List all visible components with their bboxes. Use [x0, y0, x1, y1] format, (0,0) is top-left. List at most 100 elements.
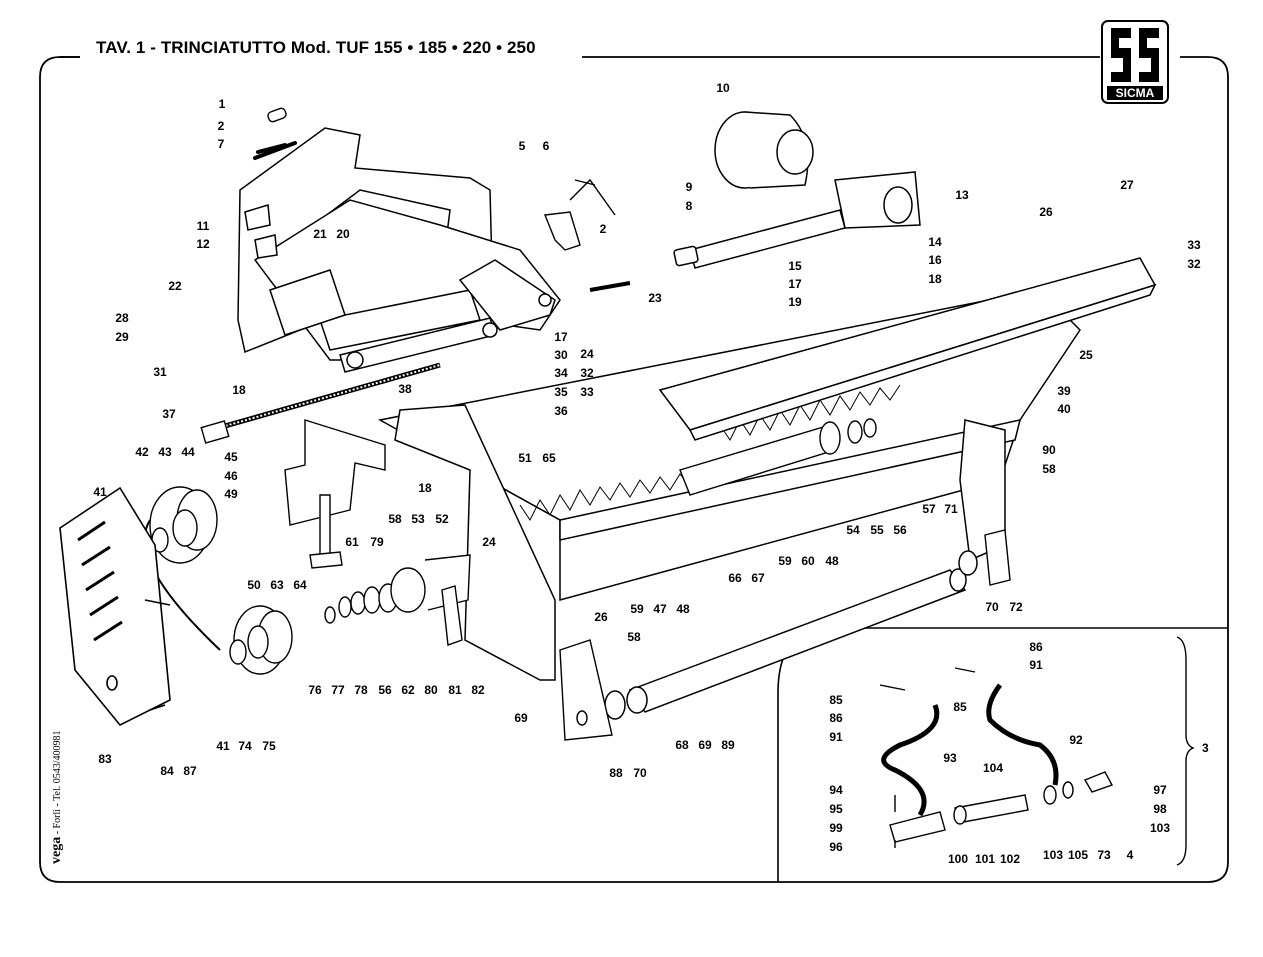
part-number-label: 33 — [1187, 238, 1201, 252]
part-number-label: 7 — [218, 137, 225, 151]
inset-reference-number: 3 — [1202, 741, 1209, 755]
part-number-label: 58 — [627, 630, 641, 644]
part-number-label: 40 — [1057, 402, 1071, 416]
part-number-label: 62 — [401, 683, 415, 697]
part-number-label: 93 — [943, 751, 957, 765]
part-number-label: 56 — [893, 523, 907, 537]
part-number-label: 48 — [676, 602, 690, 616]
part-number-label: 98 — [1153, 802, 1167, 816]
belt-guard — [59, 486, 171, 727]
part-number-label: 63 — [270, 578, 284, 592]
part-number-label: 105 — [1068, 848, 1088, 862]
part-number-label: 75 — [262, 739, 276, 753]
part-number-label: 61 — [345, 535, 359, 549]
part-number-label: 96 — [829, 840, 843, 854]
part-number-label: 82 — [471, 683, 485, 697]
page-frame — [39, 56, 1229, 883]
part-number-label: 58 — [1042, 462, 1056, 476]
part-number-label: 17 — [788, 277, 802, 291]
part-number-label: 88 — [609, 766, 623, 780]
part-number-label: 103 — [1043, 848, 1063, 862]
part-number-label: 14 — [928, 235, 942, 249]
part-number-label: 59 — [630, 602, 644, 616]
part-number-label: 48 — [825, 554, 839, 568]
part-number-label: 26 — [594, 610, 608, 624]
part-number-label: 80 — [424, 683, 438, 697]
part-number-label: 103 — [1150, 821, 1170, 835]
part-number-label: 44 — [181, 445, 195, 459]
part-number-label: 49 — [224, 487, 238, 501]
part-number-label: 32 — [1187, 257, 1201, 271]
part-number-label: 97 — [1153, 783, 1167, 797]
inset-box — [777, 627, 1228, 882]
part-number-label: 52 — [435, 512, 449, 526]
part-number-label: 41 — [216, 739, 230, 753]
part-number-label: 20 — [336, 227, 350, 241]
part-number-label: 71 — [944, 502, 958, 516]
part-number-label: 67 — [751, 571, 765, 585]
part-number-label: 77 — [331, 683, 345, 697]
hitch-pin-cap — [267, 107, 287, 123]
part-number-label: 64 — [293, 578, 307, 592]
part-number-label: 15 — [788, 259, 802, 273]
hitch-pin — [253, 141, 297, 160]
part-number-label: 66 — [728, 571, 742, 585]
part-number-label: 32 — [580, 366, 594, 380]
part-number-label: 13 — [955, 188, 969, 202]
part-number-label: 9 — [686, 180, 693, 194]
part-number-label: 39 — [1057, 384, 1071, 398]
skid-bracket — [284, 419, 386, 569]
part-number-label: 56 — [378, 683, 392, 697]
part-number-label: 86 — [829, 711, 843, 725]
part-number-label: 18 — [232, 383, 246, 397]
part-number-label: 58 — [388, 512, 402, 526]
part-number-label: 18 — [928, 272, 942, 286]
part-number-label: 29 — [115, 330, 129, 344]
plate-title: TAV. 1 - TRINCIATUTTO Mod. TUF 155 • 185… — [90, 38, 542, 58]
part-number-label: 37 — [162, 407, 176, 421]
top-cover-bar — [658, 257, 1157, 441]
part-number-label: 87 — [183, 764, 197, 778]
part-number-label: 92 — [1069, 733, 1083, 747]
part-number-label: 99 — [829, 821, 843, 835]
part-number-label: 46 — [224, 469, 238, 483]
part-number-label: 89 — [721, 738, 735, 752]
part-number-label: 100 — [948, 852, 968, 866]
inner-roller — [679, 418, 877, 496]
part-number-label: 70 — [633, 766, 647, 780]
pin-parts — [544, 178, 631, 292]
part-number-label: 17 — [554, 330, 568, 344]
part-number-label: 104 — [983, 761, 1003, 775]
part-number-label: 35 — [554, 385, 568, 399]
part-number-label: 41 — [93, 485, 107, 499]
part-number-label: 102 — [1000, 852, 1020, 866]
part-number-label: 85 — [829, 693, 843, 707]
part-number-label: 90 — [1042, 443, 1056, 457]
logo-text: SICMA — [1116, 86, 1155, 100]
part-number-label: 53 — [411, 512, 425, 526]
part-number-label: 25 — [1079, 348, 1093, 362]
part-number-label: 70 — [985, 600, 999, 614]
part-number-label: 74 — [238, 739, 252, 753]
part-number-label: 76 — [308, 683, 322, 697]
part-number-label: 23 — [648, 291, 662, 305]
hydraulic-cylinder — [879, 667, 1114, 848]
adjuster-screw — [200, 362, 441, 444]
part-number-label: 42 — [135, 445, 149, 459]
part-number-label: 83 — [98, 752, 112, 766]
gearbox — [673, 111, 921, 269]
part-number-label: 91 — [1029, 658, 1043, 672]
part-number-label: 30 — [554, 348, 568, 362]
part-number-label: 101 — [975, 852, 995, 866]
part-number-label: 12 — [196, 237, 210, 251]
part-number-label: 4 — [1127, 848, 1134, 862]
part-number-label: 95 — [829, 802, 843, 816]
part-number-label: 10 — [716, 81, 730, 95]
part-number-label: 24 — [580, 347, 594, 361]
part-number-label: 43 — [158, 445, 172, 459]
part-number-label: 51 — [518, 451, 532, 465]
flail-teeth — [519, 384, 901, 521]
part-number-label: 94 — [829, 783, 843, 797]
